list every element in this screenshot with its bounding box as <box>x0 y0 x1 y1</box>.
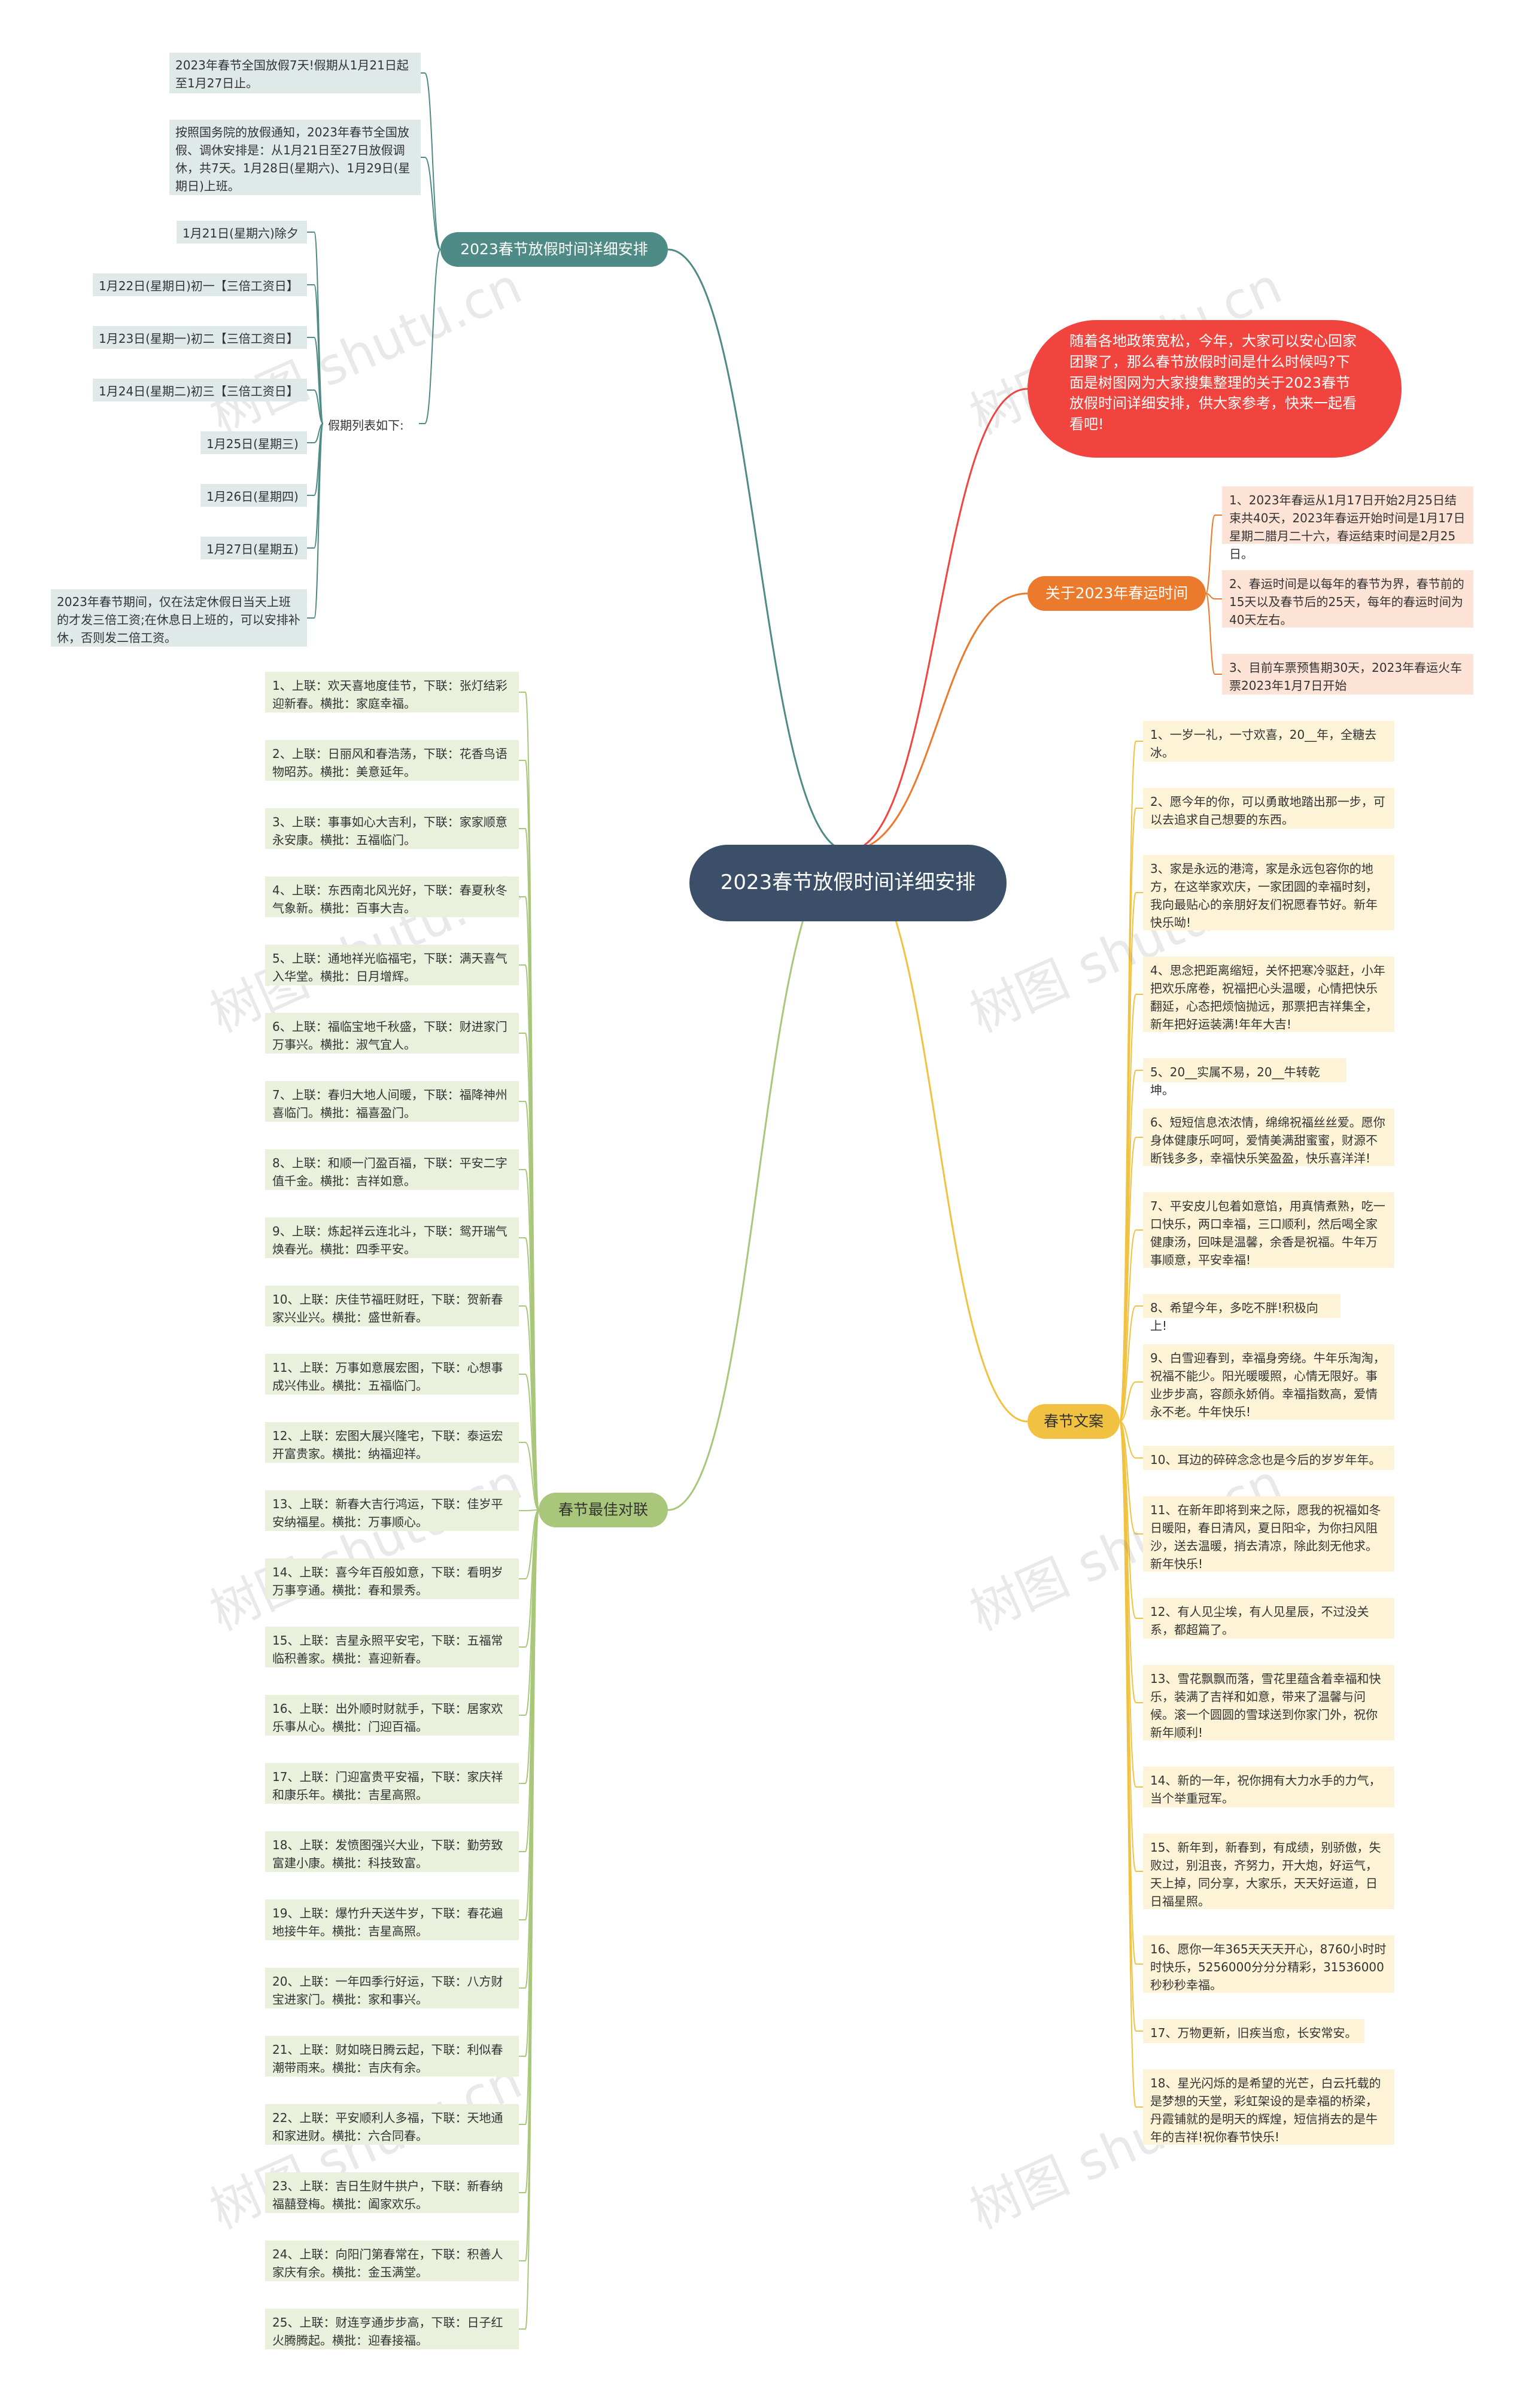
wish-item[interactable]: 6、短短信息浓浓情，绵绵祝福丝丝爱。愿你身体健康乐呵呵，爱情美满甜蜜蜜，财源不断… <box>1143 1109 1394 1166</box>
wish-item[interactable]: 3、家是永远的港湾，家是永远包容你的地方，在这举家欢庆，一家团圆的幸福时刻，我向… <box>1143 855 1394 930</box>
branch-link <box>667 850 849 1511</box>
branch-link <box>847 850 1028 1423</box>
branch-wishes[interactable]: 春节文案 <box>1028 1404 1120 1439</box>
leaf-link <box>525 1509 539 2330</box>
wish-item[interactable]: 2、愿今年的你，可以勇敢地踏出那一步，可以去追求自己想要的东西。 <box>1143 788 1394 829</box>
wish-item[interactable]: 18、星光闪烁的是希望的光芒，白云托载的是梦想的天堂，彩虹架设的是幸福的桥梁，丹… <box>1143 2069 1394 2145</box>
leaf-link <box>314 337 324 424</box>
branch-link <box>847 592 1028 852</box>
couplet-item[interactable]: 15、上联：吉星永照平安宅，下联：五福常临积善家。横批：喜迎新春。 <box>265 1627 519 1667</box>
holiday-list-label[interactable]: 假期列表如下: <box>328 418 404 433</box>
branch-couplets[interactable]: 春节最佳对联 <box>539 1493 668 1527</box>
holiday-day[interactable]: 1月27日(星期五) <box>200 537 307 559</box>
wish-item[interactable]: 16、愿你一年365天天天开心，8760小时时时快乐，5256000分分分精彩，… <box>1143 1935 1394 1993</box>
branch-link <box>667 248 849 852</box>
couplet-item[interactable]: 17、上联：门迎富贵平安福，下联：家庆祥和康乐年。横批：吉星高照。 <box>265 1763 519 1804</box>
couplet-item[interactable]: 18、上联：发愤图强兴大业，下联：勤劳致富建小康。横批：科技致富。 <box>265 1831 519 1872</box>
leaf-link <box>525 1509 539 1511</box>
couplet-item[interactable]: 6、上联：福临宝地千秋盛，下联：财进家门万事兴。横批：淑气宜人。 <box>265 1013 519 1054</box>
holiday-day[interactable]: 1月22日(星期日)初一【三倍工资日】 <box>93 273 307 296</box>
travel-item[interactable]: 2、春运时间是以每年的春节为界，春节前的15天以及春节后的25天，每年的春运时间… <box>1222 570 1473 628</box>
wish-item[interactable]: 15、新年到，新春到，有成绩，别骄傲，失败过，别沮丧，齐努力，开大炮，好运气，天… <box>1143 1834 1394 1909</box>
couplet-item[interactable]: 22、上联：平安顺利人多福，下联：天地通和家进财。横批：六合同春。 <box>265 2104 519 2145</box>
couplet-item[interactable]: 20、上联：一年四季行好运，下联：八方财宝进家门。横批：家和事兴。 <box>265 1968 519 2008</box>
branch-schedule[interactable]: 2023春节放假时间详细安排 <box>440 232 668 267</box>
couplet-item[interactable]: 10、上联：庆佳节福旺财旺，下联：贺新春家兴业兴。横批：盛世新春。 <box>265 1286 519 1326</box>
leaf-link <box>1119 1305 1136 1422</box>
wish-item[interactable]: 4、思念把距离缩短，关怀把寒冷驱赶，小年把欢乐席卷，祝福把心头温暖，心情把快乐翻… <box>1143 957 1394 1032</box>
holiday-day[interactable]: 1月25日(星期三) <box>200 431 307 454</box>
wish-item[interactable]: 12、有人见尘埃，有人见星辰，不过没关系，都超篇了。 <box>1143 1598 1394 1639</box>
intro-bubble[interactable]: 随着各地政策宽松，今年，大家可以安心回家团聚了，那么春节放假时间是什么时候吗?下… <box>1028 320 1402 458</box>
wish-item[interactable]: 5、20__实属不易，20__牛转乾坤。 <box>1143 1058 1346 1097</box>
leaf-link <box>424 249 441 424</box>
wish-item[interactable]: 7、平安皮儿包着如意馅，用真情煮熟，吃一口快乐，两口幸福，三口顺利，然后喝全家健… <box>1143 1192 1394 1268</box>
schedule-item[interactable]: 2023年春节全国放假7天!假期从1月21日起至1月27日止。 <box>169 53 421 93</box>
leaf-link <box>314 389 324 424</box>
leaf-link <box>1119 1421 1136 2108</box>
leaf-link <box>525 1374 539 1511</box>
holiday-day[interactable]: 1月26日(星期四) <box>200 484 307 507</box>
couplet-item[interactable]: 13、上联：新春大吉行鸿运，下联：佳岁平安纳福星。横批：万事顺心。 <box>265 1490 519 1531</box>
couplet-item[interactable]: 16、上联：出外顺时财就手，下联：居家欢乐事从心。横批：门迎百福。 <box>265 1695 519 1736</box>
travel-item[interactable]: 3、目前车票预售期30天，2023年春运火车票2023年1月7日开始 <box>1222 654 1473 695</box>
wish-item[interactable]: 10、耳边的碎碎念念也是今后的岁岁年年。 <box>1143 1446 1394 1470</box>
couplet-item[interactable]: 24、上联：向阳门第春常在，下联：积善人家庆有余。横批：金玉满堂。 <box>265 2240 519 2281</box>
wish-item[interactable]: 11、在新年即将到来之际，愿我的祝福如冬日暖阳，春日清风，夏日阳伞，为你扫风阻沙… <box>1143 1496 1394 1572</box>
wish-item[interactable]: 13、雪花飘飘而落，雪花里蕴含着幸福和快乐，装满了吉祥和如意，带来了温馨与问候。… <box>1143 1665 1394 1740</box>
leaf-link <box>525 1442 539 1511</box>
wish-item[interactable]: 8、希望今年，多吃不胖!积极向上! <box>1143 1294 1340 1333</box>
branch-travel-time[interactable]: 关于2023年春运时间 <box>1028 576 1206 611</box>
wish-item[interactable]: 9、白雪迎春到，幸福身旁绕。牛年乐淘淘，祝福不能少。阳光暖暖照，心情无限好。事业… <box>1143 1344 1394 1420</box>
leaf-link <box>1205 515 1215 594</box>
couplet-item[interactable]: 4、上联：东西南北风光好，下联：春夏秋冬气象新。横批：百事大吉。 <box>265 876 519 917</box>
leaf-link <box>424 72 441 250</box>
couplet-item[interactable]: 3、上联：事事如心大吉利，下联：家家顺意永安康。横批：五福临门。 <box>265 808 519 849</box>
wish-item[interactable]: 1、一岁一礼，一寸欢喜，20__年，全糖去冰。 <box>1143 721 1394 762</box>
leaf-link <box>1205 593 1215 675</box>
holiday-day[interactable]: 1月24日(星期二)初三【三倍工资日】 <box>93 379 307 401</box>
couplet-item[interactable]: 5、上联：通地祥光临福宅，下联：满天喜气入华堂。横批：日月增辉。 <box>265 945 519 985</box>
couplet-item[interactable]: 8、上联：和顺一门盈百福，下联：平安二字值千金。横批：吉祥如意。 <box>265 1149 519 1190</box>
wish-item[interactable]: 17、万物更新，旧疾当愈，长安常安。 <box>1143 2019 1364 2043</box>
couplet-item[interactable]: 23、上联：吉日生财牛拱户，下联：新春纳福囍登梅。横批：阖家欢乐。 <box>265 2172 519 2213</box>
branch-link <box>847 388 1028 852</box>
schedule-item[interactable]: 按照国务院的放假通知，2023年春节全国放假、调休安排是：从1月21日至27日放… <box>169 120 421 195</box>
leaf-link <box>314 423 324 619</box>
leaf-link <box>314 232 324 424</box>
couplet-item[interactable]: 12、上联：宏图大展兴隆宅，下联：泰运宏开富贵家。横批：纳福迎祥。 <box>265 1422 519 1463</box>
wish-item[interactable]: 14、新的一年，祝你拥有大力水手的力气，当个举重冠军。 <box>1143 1767 1394 1807</box>
leaf-link <box>1119 1421 1136 1535</box>
root-topic[interactable]: 2023春节放假时间详细安排 <box>689 845 1007 921</box>
leaf-link <box>1119 1137 1136 1422</box>
couplet-item[interactable]: 7、上联：春归大地人间暖，下联：福降神州喜临门。横批：福喜盈门。 <box>265 1081 519 1122</box>
travel-item[interactable]: 1、2023年春运从1月17日开始2月25日结束共40天，2023年春运开始时间… <box>1222 486 1473 561</box>
holiday-day[interactable]: 1月21日(星期六)除夕 <box>177 221 307 243</box>
couplet-item[interactable]: 19、上联：爆竹升天送牛岁，下联：春花遍地接牛年。横批：吉星高照。 <box>265 1899 519 1940</box>
leaf-link <box>1119 1381 1136 1422</box>
couplet-item[interactable]: 14、上联：喜今年百般如意，下联：看明岁万事亨通。横批：春和景秀。 <box>265 1558 519 1599</box>
holiday-note[interactable]: 2023年春节期间，仅在法定休假日当天上班的才发三倍工资;在休息日上班的，可以安… <box>51 589 307 647</box>
leaf-link <box>1119 1229 1136 1422</box>
couplet-item[interactable]: 9、上联：炼起祥云连北斗，下联：鸳开瑞气焕春光。横批：四季平安。 <box>265 1217 519 1258</box>
couplet-item[interactable]: 2、上联：日丽风和春浩荡，下联：花香鸟语物昭苏。横批：美意延年。 <box>265 740 519 781</box>
couplet-item[interactable]: 25、上联：财连亨通步步高，下联：日子红火腾腾起。横批：迎春接福。 <box>265 2309 519 2349</box>
couplet-item[interactable]: 11、上联：万事如意展宏图，下联：心想事成兴伟业。横批：五福临门。 <box>265 1354 519 1395</box>
leaf-link <box>1119 892 1136 1422</box>
leaf-link <box>1205 593 1215 599</box>
leaf-link <box>424 157 441 250</box>
leaf-link <box>1119 1421 1136 1459</box>
couplet-item[interactable]: 1、上联：欢天喜地度佳节，下联：张灯结彩迎新春。横批：家庭幸福。 <box>265 672 519 713</box>
holiday-day[interactable]: 1月23日(星期一)初二【三倍工资日】 <box>93 326 307 349</box>
couplet-item[interactable]: 21、上联：财如晓日腾云起，下联：利似春潮带雨来。横批：吉庆有余。 <box>265 2036 519 2077</box>
